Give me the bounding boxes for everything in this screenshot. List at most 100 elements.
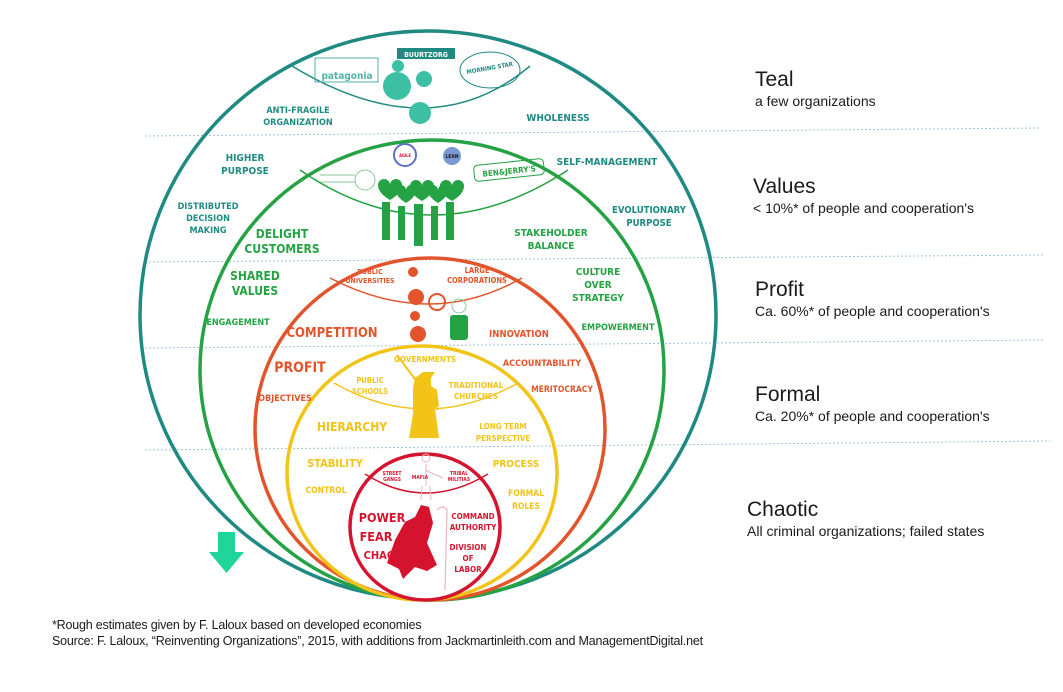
formal-label: STABILITY [307,457,364,470]
values-label: STRATEGY [572,293,624,304]
level-values: Values < 10%* of people and cooperation'… [753,175,974,217]
profit-label: INNOVATION [489,329,549,340]
ben-jerrys-label: BEN&JERRY'S [482,164,536,179]
separator-formal-chaotic [144,440,1051,451]
gear-icon [408,289,424,305]
formal-label: ROLES [512,502,540,512]
level-title: Chaotic [747,498,819,521]
footnote-estimates: *Rough estimates given by F. Laloux base… [52,618,422,632]
formal-example: SCHOOLS [352,387,388,396]
wolf-icon [387,505,437,579]
rifle-icon [396,354,439,411]
level-description: Ca. 20%* of people and cooperation's [755,408,990,424]
buurtzorg-logo [397,48,455,59]
formal-label: LONG TERM [479,422,526,431]
teal-label: HIGHER [226,153,265,164]
bubble-icon [383,72,411,100]
morning-star-label: MORNING STAR [466,61,514,76]
level-title: Profit [755,278,805,301]
teal-labels: ANTI-FRAGILE ORGANIZATION WHOLENESS HIGH… [178,106,687,236]
bubble-icon [416,71,432,87]
formal-example: CHURCHES [454,392,498,401]
values-label: STAKEHOLDER [514,228,587,239]
level-chaotic: Chaotic All criminal organizations; fail… [747,498,984,540]
teal-label: PURPOSE [221,166,269,177]
values-label: OVER [584,280,611,291]
formal-example: TRADITIONAL [449,381,504,390]
formal-example: GOVERNMENTS [394,355,456,364]
chaotic-label: FEAR [360,529,393,544]
teal-label: MAKING [189,226,226,236]
level-description: Ca. 60%* of people and cooperation's [755,303,990,319]
arrow-down-icon [209,532,244,573]
gear-icon [410,326,426,342]
values-labels: DELIGHT CUSTOMERS STAKEHOLDER BALANCE SH… [206,227,655,333]
values-label: CUSTOMERS [244,242,319,256]
teal-label: PURPOSE [626,218,671,229]
teal-label: ORGANIZATION [263,118,333,128]
chaotic-example: MAFIA [412,475,429,481]
lean-label: LEAN [445,154,458,160]
teal-logos: BUURTZORG patagonia MORNING STAR [314,48,521,124]
values-logos: AGILE LEAN BEN&JERRY'S [320,143,545,246]
teal-label: EVOLUTIONARY [612,205,687,216]
level-teal: Teal a few organizations [755,68,876,110]
chaotic-example: GANGS [383,477,401,483]
chaotic-icons [387,453,448,591]
chaotic-label: COMMAND [451,512,494,521]
formal-label: PROCESS [493,459,539,470]
formal-label: FORMAL [508,489,544,499]
profit-example: UNIVERSITIES [345,277,395,285]
values-label: SHARED [230,269,280,283]
profit-example: PUBLIC [357,268,383,276]
values-label: CULTURE [576,267,621,278]
business-person-icon [450,298,468,340]
profit-label: MERITOCRACY [531,385,593,395]
shepherd-staff-icon [436,506,448,591]
values-label: BALANCE [528,241,575,252]
profit-examples-arc [329,277,523,305]
chaotic-example: TRIBAL [450,471,468,477]
profit-label: COMPETITION [286,326,377,341]
chaotic-label: DIVISION [450,543,487,552]
values-label: EMPOWERMENT [581,323,654,333]
level-formal: Formal Ca. 20%* of people and cooperatio… [755,383,990,425]
level-description: All criminal organizations; failed state… [747,523,985,539]
level-description: < 10%* of people and cooperation's [753,200,975,216]
formal-labels: GOVERNMENTS PUBLIC SCHOOLS TRADITIONAL C… [306,355,545,512]
level-profit: Profit Ca. 60%* of people and cooperatio… [755,278,990,320]
formal-label: CONTROL [306,486,347,496]
formal-label: PERSPECTIVE [476,434,531,443]
chaotic-examples-arc [364,473,489,494]
profit-labels: PUBLIC UNIVERSITIES LARGE CORPORATIONS C… [258,266,593,404]
morning-star-logo [459,51,521,89]
profit-label: OBJECTIVES [258,394,312,404]
people-holding-hearts-icon [378,179,464,246]
ben-jerrys-logo [473,158,545,182]
agile-logo [393,143,417,167]
formal-example: PUBLIC [356,376,383,385]
southwest-wings-logo [320,169,376,191]
chaotic-label: OF [462,554,473,563]
teal-label: SELF-MANAGEMENT [557,157,659,168]
chaotic-label: AUTHORITY [450,523,497,532]
chaotic-label: POWER [359,510,406,525]
teal-label: DISTRIBUTED [178,202,239,212]
teal-label: WHOLENESS [526,113,589,124]
patagonia-label: patagonia [321,71,372,82]
separator-teal-values [144,127,1041,137]
buurtzorg-label: BUURTZORG [404,51,448,59]
chaotic-label: LABOR [454,565,482,574]
teal-label: ANTI-FRAGILE [266,106,329,116]
profit-label: PROFIT [274,360,326,376]
soldier-icon [409,372,439,438]
level-title: Teal [755,68,794,91]
gear-icon [428,293,446,311]
lean-logo [443,147,461,165]
profit-example: CORPORATIONS [447,276,507,285]
formal-label: HIERARCHY [317,420,387,434]
gear-icon [410,311,420,321]
gangster-figure-icon [420,453,444,501]
level-separators [144,127,1051,451]
